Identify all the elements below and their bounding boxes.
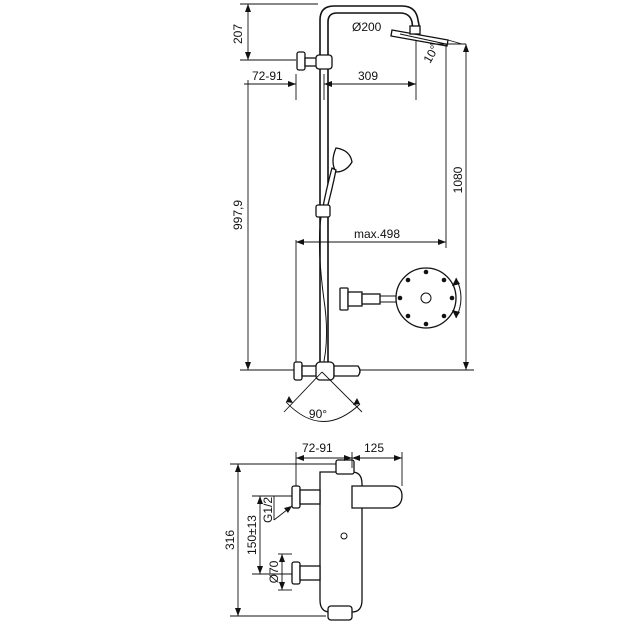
rail-slider [315, 204, 331, 218]
dim-arm-length: 309 [358, 69, 378, 83]
wall-bracket-top [296, 51, 333, 71]
dim-wall-range-top: 72-91 [252, 69, 283, 83]
dim-body-height: 316 [223, 530, 237, 550]
hand-shower [318, 147, 353, 371]
dim-total-height: 997,9 [231, 200, 245, 230]
spout-rotation-arc [283, 371, 363, 422]
mixer-front-view: 72-91 125 316 150±13 G1/2 Ø70 [223, 441, 403, 621]
dim-spout-angle: 90° [309, 407, 327, 421]
wall-connector-top [291, 485, 321, 509]
riser-pipe-inner [327, 12, 414, 370]
dim-head-angle: 10° [420, 43, 441, 66]
top-dimension-lines [240, 3, 474, 371]
dim-thread: G1/2 [261, 497, 275, 523]
dim-flange-diameter: Ø70 [267, 560, 281, 583]
rosette-front-view [395, 267, 462, 329]
shower-column-view: 207 Ø200 10° 72-91 309 997,9 1080 max.49… [231, 3, 474, 422]
mixer-spout [351, 485, 403, 509]
mixer-top-view [293, 361, 361, 381]
dim-centers: 150±13 [245, 515, 259, 555]
dim-max-reach: max.498 [354, 227, 400, 241]
riser-pipe [319, 5, 421, 370]
mixer-marker [340, 532, 348, 540]
dim-wall-range-bottom: 72-91 [302, 441, 333, 455]
mixer-bottom-knob [327, 605, 353, 621]
dim-spout-length: 125 [364, 441, 384, 455]
bottom-dimension-lines [230, 452, 403, 617]
mixer-top-knob [335, 459, 355, 475]
dim-head-diameter: Ø200 [352, 20, 382, 34]
shower-head [390, 25, 449, 47]
wall-connector-bottom [291, 561, 321, 585]
dim-right-height: 1080 [451, 166, 465, 193]
dim-top-offset: 207 [231, 24, 245, 44]
